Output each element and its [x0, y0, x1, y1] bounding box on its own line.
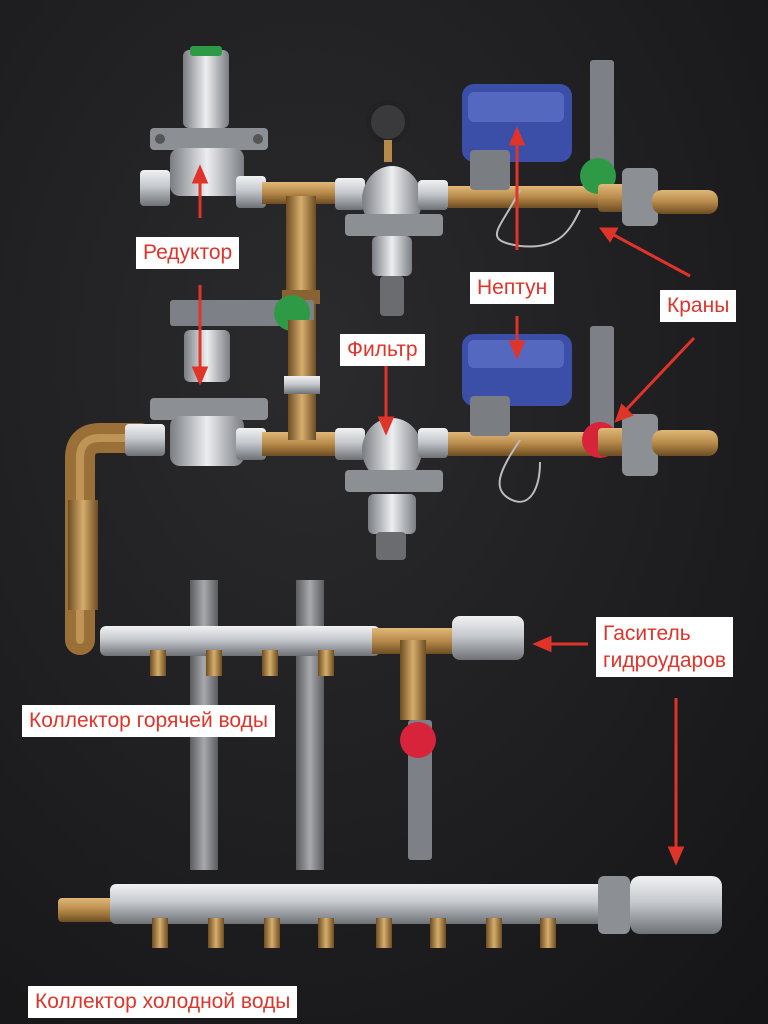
arrow-neptun-bottom-head [508, 340, 526, 360]
label-valves: Краны [660, 290, 737, 322]
label-cold-collector: Коллектор холодной воды [28, 986, 298, 1018]
label-water-hammer-line2: гидроударов [603, 649, 727, 672]
label-filter: Фильтр [340, 334, 425, 366]
arrow-valves-bottom [622, 336, 696, 414]
arrow-valves-top [611, 232, 691, 278]
cold-collector-drawing [58, 876, 722, 948]
annotation-arrows [191, 126, 696, 866]
label-neptun: Нептун [470, 272, 555, 304]
label-hot-collector: Коллектор горячей воды [22, 705, 275, 737]
arrow-valves-top-head [599, 227, 619, 243]
label-water-hammer: Гаситель гидроударов [596, 617, 734, 677]
label-water-hammer-line1: Гаситель [603, 622, 691, 645]
middle-line [65, 295, 718, 655]
label-reducer: Редуктор [136, 237, 240, 269]
arrow-valves-bottom-head [614, 403, 634, 423]
arrow-reducer-bottom-head [191, 366, 209, 386]
arrow-reducer-top-head [191, 164, 209, 184]
arrow-filter-head [377, 416, 395, 436]
arrow-hammer-down-head [667, 846, 685, 866]
top-line [140, 46, 718, 326]
arrow-hammer-head [532, 635, 552, 653]
arrow-neptun-top-head [508, 126, 526, 146]
